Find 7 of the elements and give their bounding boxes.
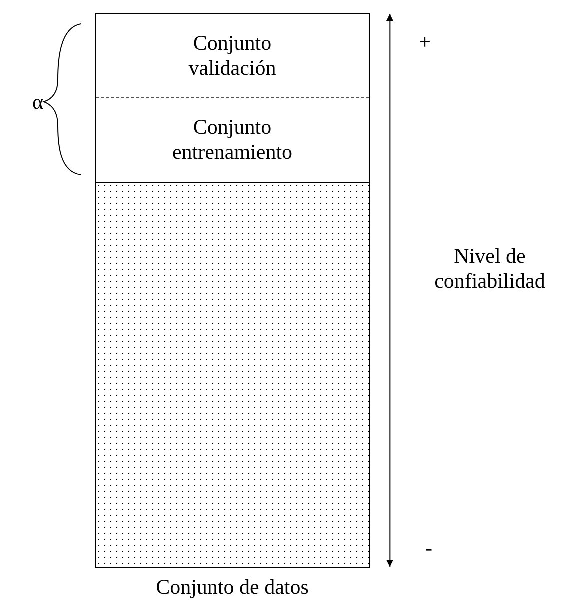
section-label: Conjunto entrenamiento	[171, 115, 294, 165]
minus-sign: -	[424, 536, 434, 561]
alpha-symbol: α	[31, 90, 44, 115]
dataset-caption: Conjunto de datos	[155, 575, 310, 600]
plus-sign: +	[418, 30, 432, 55]
axis-label: Nivel de confiabilidad	[434, 244, 546, 294]
section-label: Conjunto validación	[188, 30, 278, 80]
